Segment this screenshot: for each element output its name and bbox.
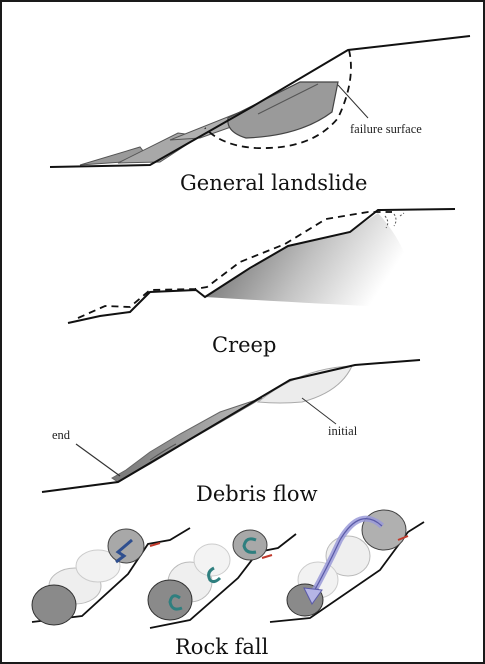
caption-rock-fall: Rock fall [175, 635, 268, 659]
label-initial: initial [328, 424, 357, 439]
label-end: end [52, 428, 70, 443]
initial-leader [302, 398, 336, 424]
slump-mass [228, 82, 338, 138]
crack-accent [262, 555, 272, 558]
rock-fall-stage-3 [270, 510, 424, 622]
source-scar [258, 366, 352, 403]
failure-surface-leader [338, 85, 368, 118]
label-failure-surface: failure surface [350, 122, 422, 137]
caption-debris-flow: Debris flow [196, 482, 318, 506]
debris-flow-panel [42, 360, 420, 492]
caption-general-landslide: General landslide [180, 171, 367, 195]
rock-ghost [194, 544, 230, 576]
creep-shading [205, 213, 412, 308]
rock-fall-stage-2 [148, 530, 296, 628]
creep-panel [68, 209, 455, 323]
ground-profile [42, 360, 420, 492]
rock-landed [32, 585, 76, 625]
general-landslide-panel [50, 36, 470, 167]
rock-falling [233, 530, 267, 560]
end-leader [76, 444, 120, 476]
rock-fall-panel [32, 510, 424, 628]
caption-creep: Creep [212, 333, 276, 357]
